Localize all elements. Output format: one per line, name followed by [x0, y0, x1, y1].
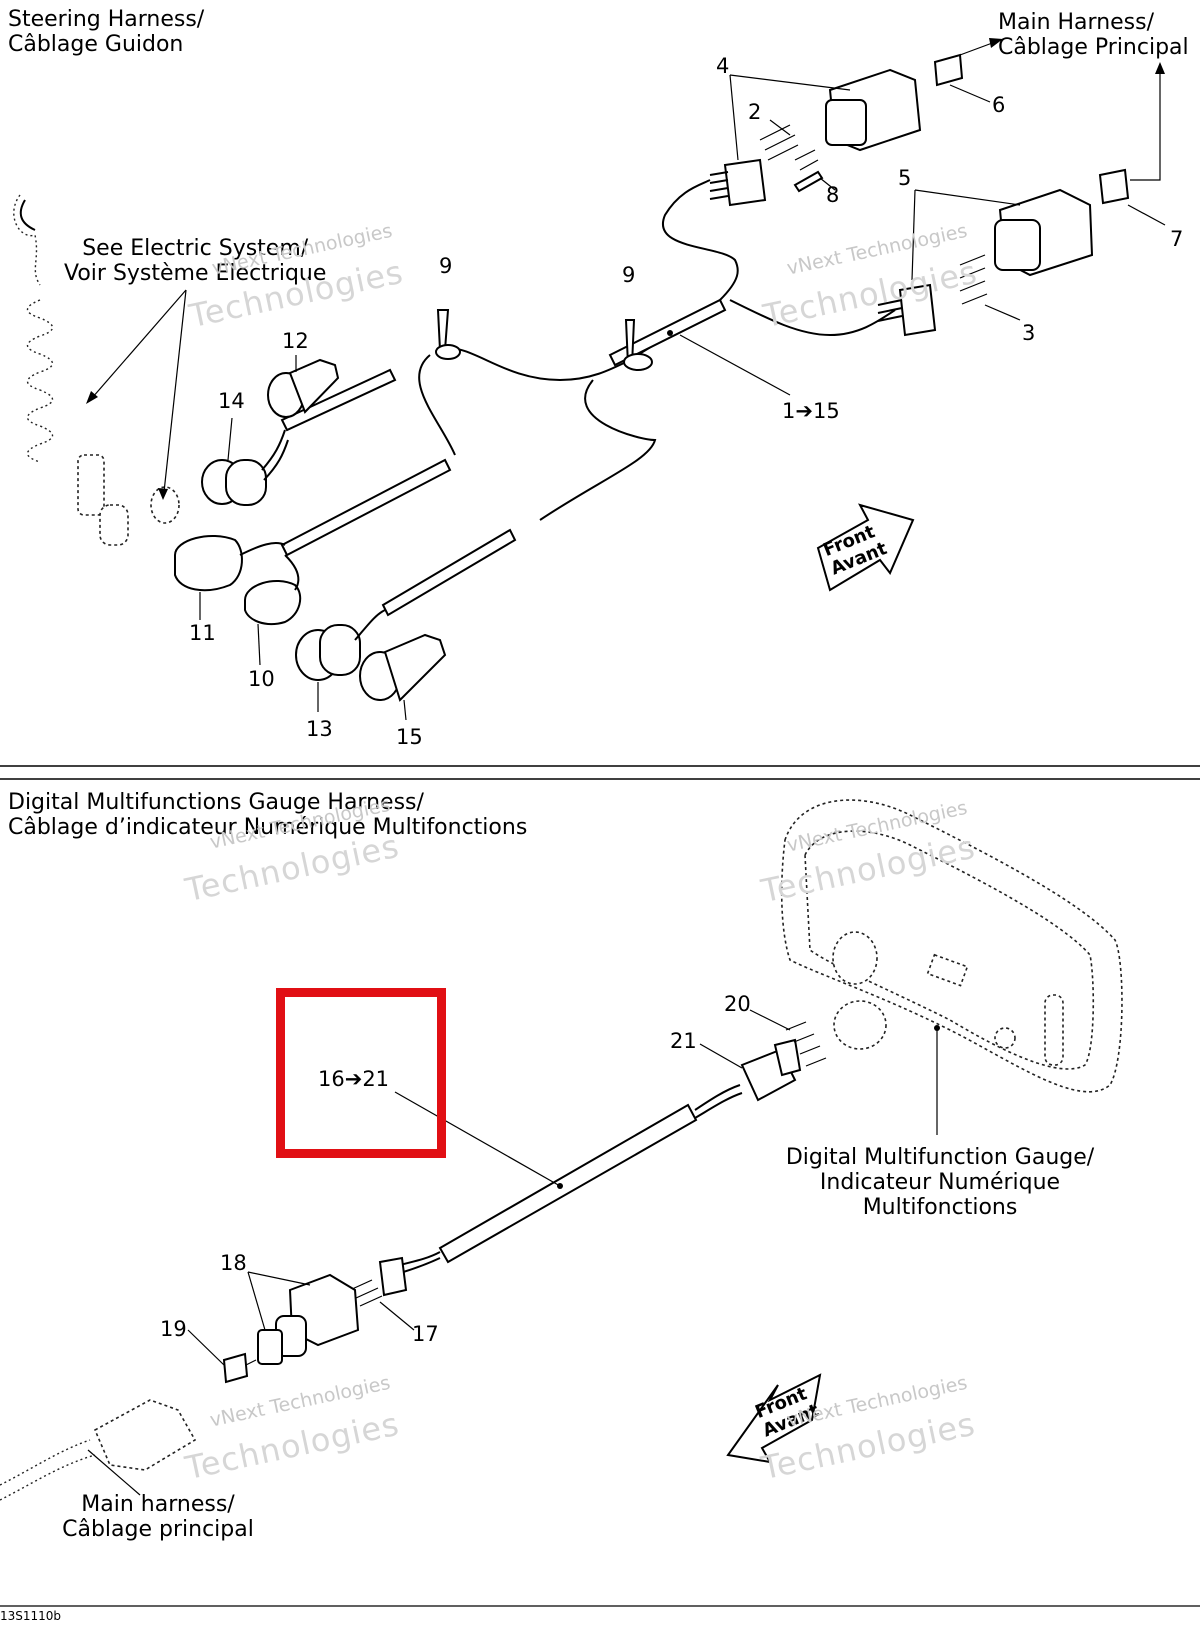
cable-tie-part	[435, 309, 653, 371]
main-harness-label-top: Main Harness/ Câblage Principal	[998, 10, 1189, 60]
callout-15: 15	[396, 725, 423, 749]
callout-18: 18	[220, 1251, 247, 1275]
switch-11-part	[174, 535, 286, 592]
callout-16-21: 16➔21	[318, 1067, 390, 1091]
front-arrow-shape	[726, 1373, 822, 1464]
tether-cord-part	[13, 194, 180, 546]
lock-19-part	[222, 1352, 257, 1384]
callout-2: 2	[748, 100, 762, 124]
front-arrow-shape	[816, 503, 915, 592]
callout-1-15: 1➔15	[782, 399, 840, 423]
callout-14: 14	[218, 389, 245, 413]
highlight-box	[276, 988, 446, 1158]
wiring-loom	[280, 179, 896, 617]
gauge-harness-part	[399, 1021, 827, 1274]
switch-14-part	[201, 429, 289, 506]
callout-8: 8	[826, 183, 840, 207]
callout-5: 5	[898, 166, 912, 190]
connector-18-part	[257, 1256, 408, 1365]
callout-20: 20	[724, 992, 751, 1016]
cap-15-part	[359, 633, 447, 702]
callout-11: 11	[189, 621, 216, 645]
gauge-harness-title: Digital Multifunctions Gauge Harness/ Câ…	[8, 790, 528, 840]
main-harness-part	[0, 1399, 197, 1501]
terminal-pins-part	[759, 124, 824, 193]
connector-4-part	[709, 53, 964, 207]
callout-10: 10	[248, 667, 275, 691]
callout-9a: 9	[439, 254, 453, 278]
callout-3: 3	[1022, 321, 1036, 345]
gauge-part	[780, 799, 1123, 1093]
steering-harness-title: Steering Harness/ Câblage Guidon	[8, 7, 205, 57]
switch-13-part	[295, 609, 386, 681]
see-electric-system-label: See Electric System/ Voir Système Electr…	[64, 236, 327, 286]
callout-4: 4	[716, 54, 730, 78]
callout-7: 7	[1170, 227, 1184, 251]
callout-9b: 9	[622, 263, 636, 287]
callout-19: 19	[160, 1317, 187, 1341]
top-leader-lines	[679, 38, 1166, 396]
figure-reference: 13S1110b	[0, 1609, 62, 1623]
switch-10-part	[244, 554, 302, 626]
connector-5-part	[877, 168, 1130, 337]
callout-21: 21	[670, 1029, 697, 1053]
gauge-label: Digital Multifunction Gauge/ Indicateur …	[785, 1145, 1095, 1220]
main-harness-label-bottom: Main harness/ Câblage principal	[62, 1492, 254, 1542]
item-leader-lines	[199, 355, 407, 721]
callout-17: 17	[412, 1322, 439, 1346]
cap-12-part	[267, 358, 340, 418]
callout-13: 13	[306, 717, 333, 741]
callout-12: 12	[282, 329, 309, 353]
callout-6: 6	[992, 93, 1006, 117]
